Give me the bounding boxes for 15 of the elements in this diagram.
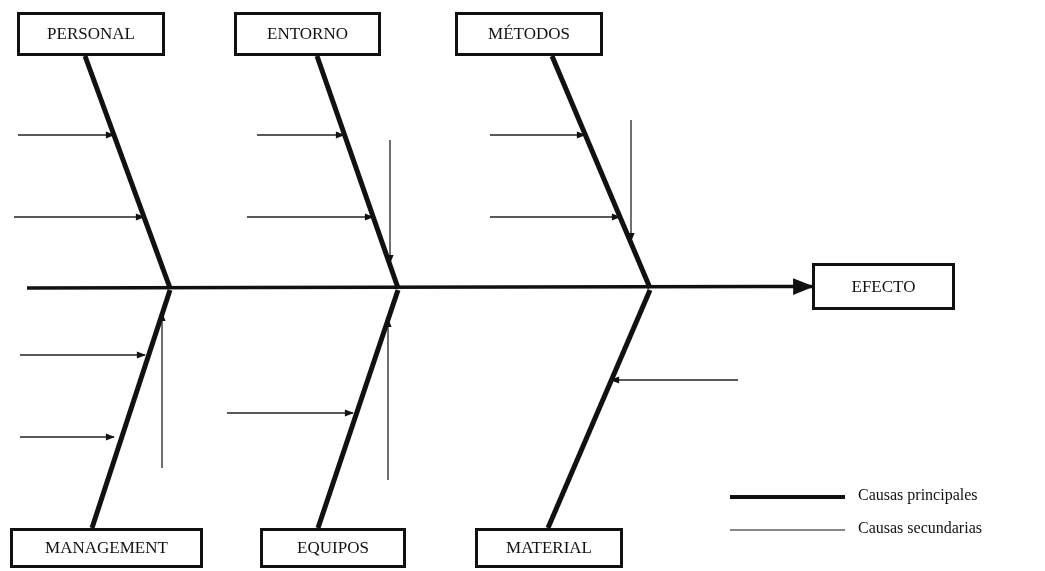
category-box: PERSONAL (17, 12, 165, 56)
category-box: ENTORNO (234, 12, 381, 56)
main-cause-line (315, 289, 401, 529)
legend-label: Causas secundarias (858, 519, 982, 537)
category-box: EFECTO (812, 263, 955, 310)
legend-label: Causas principales (858, 486, 978, 504)
main-cause-line (89, 289, 173, 529)
main-cause-line (549, 55, 653, 289)
category-box: EQUIPOS (260, 528, 406, 568)
category-box: MANAGEMENT (10, 528, 203, 568)
category-box: MATERIAL (475, 528, 623, 568)
main-cause-line (82, 55, 173, 289)
category-box: MÉTODOS (455, 12, 603, 56)
main-cause-line (314, 55, 401, 289)
main-cause-line (545, 289, 653, 529)
